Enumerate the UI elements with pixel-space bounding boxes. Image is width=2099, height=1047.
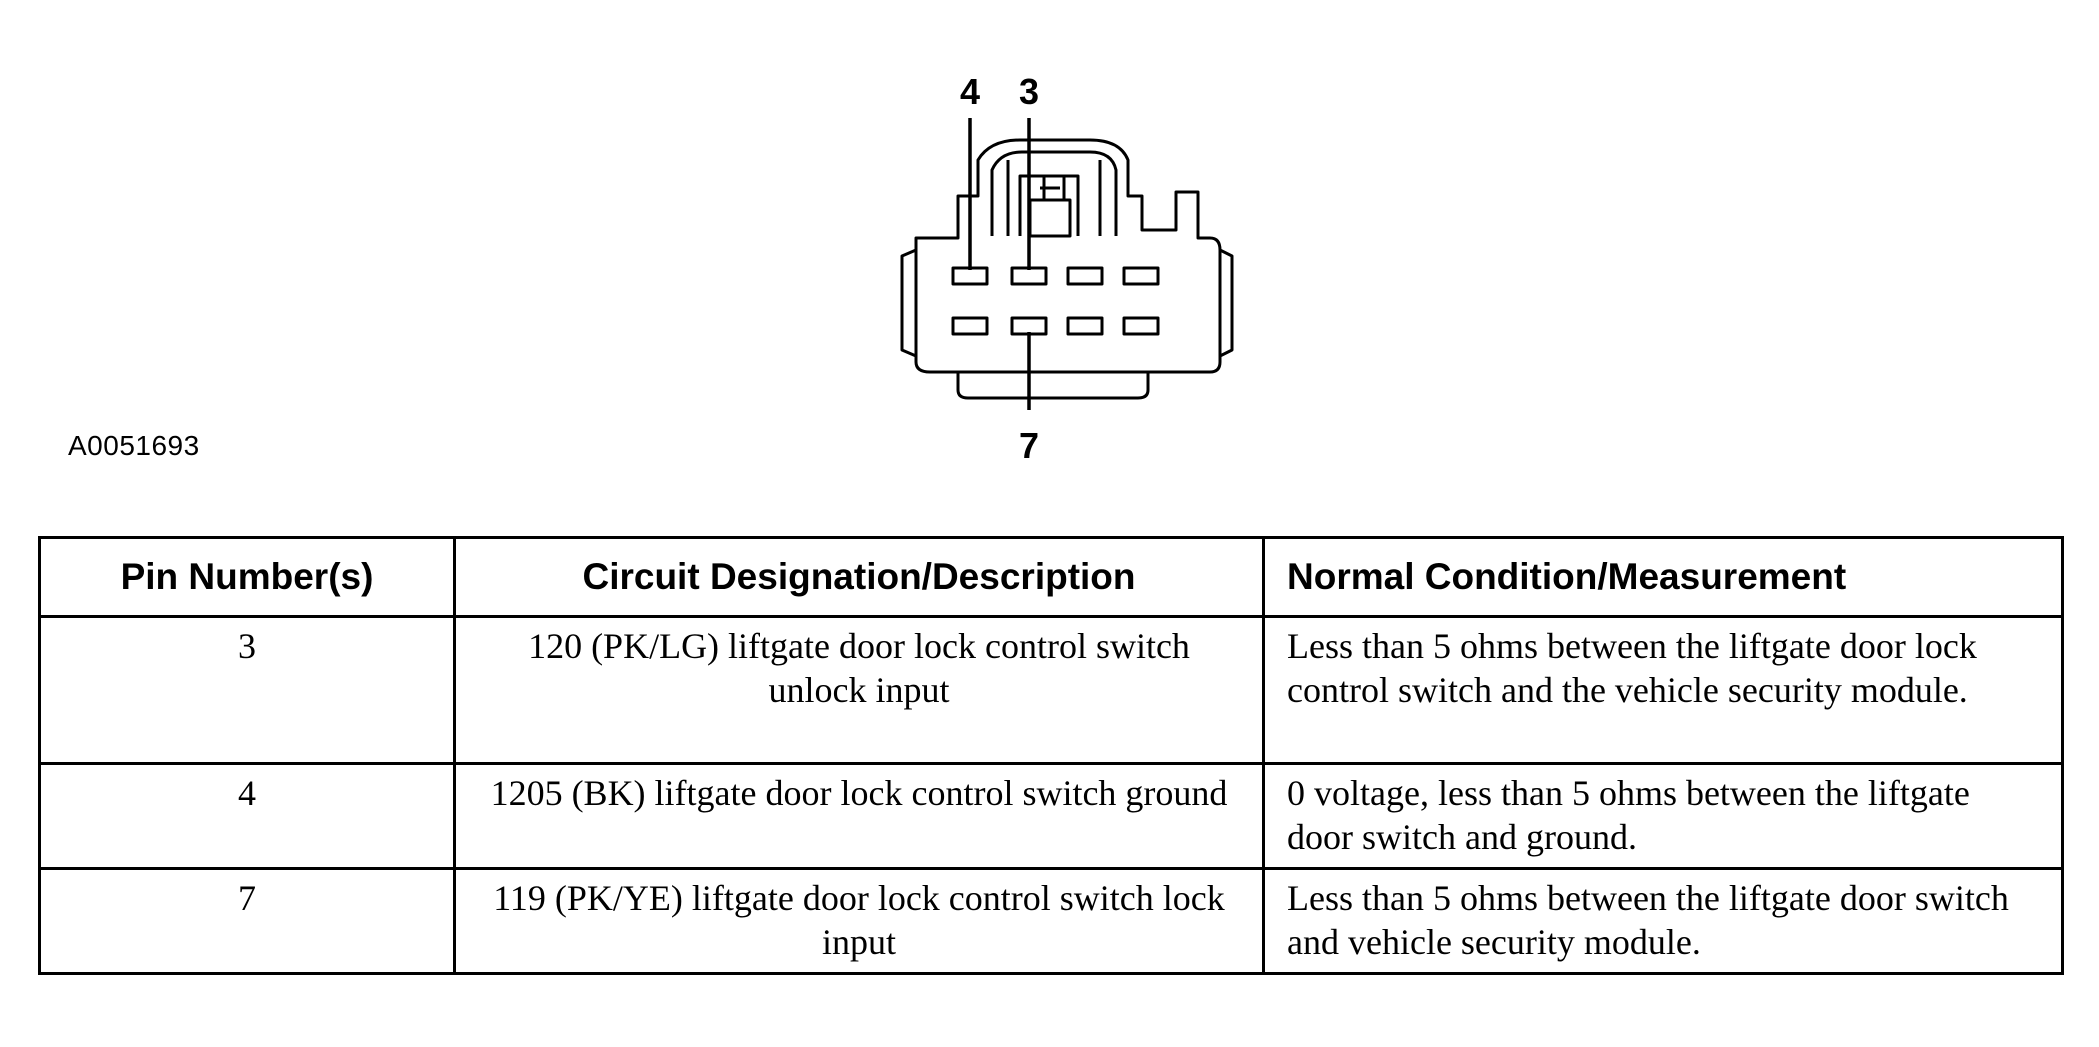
cell-condition: Less than 5 ohms between the liftgate do… — [1262, 615, 2064, 765]
latch-window — [1028, 198, 1072, 238]
connector-latch-tab — [1018, 174, 1080, 236]
pin-cavity-3 — [1010, 266, 1048, 286]
pin-callout-7: 7 — [1019, 425, 1039, 466]
connector-bottom-skirt — [956, 372, 1150, 400]
pin-cavity-1 — [1122, 266, 1160, 286]
pin-cavity-5 — [1122, 316, 1160, 336]
pin-table: Pin Number(s) Circuit Designation/Descri… — [38, 536, 2064, 975]
table-header-row: Pin Number(s) Circuit Designation/Descri… — [38, 536, 2064, 618]
table-row: 4 1205 (BK) liftgate door lock control s… — [38, 762, 2064, 870]
pin-cavity-6 — [1066, 316, 1104, 336]
table-row: 7 119 (PK/YE) liftgate door lock control… — [38, 867, 2064, 975]
connector-latch-housing — [990, 150, 1118, 236]
header-pin-number: Pin Number(s) — [38, 536, 456, 618]
pin-callout-4: 4 — [960, 71, 980, 112]
connector-diagram: 4 3 7 — [900, 71, 1234, 466]
header-normal-condition: Normal Condition/Measurement — [1262, 536, 2064, 618]
cell-circuit: 119 (PK/YE) liftgate door lock control s… — [453, 867, 1265, 975]
connector-left-flange — [900, 248, 917, 358]
figure-code: A0051693 — [68, 430, 200, 461]
cell-pin: 3 — [38, 615, 456, 765]
pin-cavity-8 — [951, 316, 989, 336]
pin-cavity-7 — [1010, 316, 1048, 336]
cell-pin: 7 — [38, 867, 456, 975]
header-circuit-designation: Circuit Designation/Description — [453, 536, 1265, 618]
connector-body-outline — [914, 138, 1222, 374]
pin-cavity-2 — [1066, 266, 1104, 286]
cell-circuit: 1205 (BK) liftgate door lock control swi… — [453, 762, 1265, 870]
cell-condition: Less than 5 ohms between the liftgate do… — [1262, 867, 2064, 975]
table-row: 3 120 (PK/LG) liftgate door lock control… — [38, 615, 2064, 765]
pin-callout-3: 3 — [1019, 71, 1039, 112]
connector-right-flange — [1219, 248, 1234, 358]
cell-condition: 0 voltage, less than 5 ohms between the … — [1262, 762, 2064, 870]
cell-circuit: 120 (PK/LG) liftgate door lock control s… — [453, 615, 1265, 765]
pin-cavity-4 — [951, 266, 989, 286]
cell-pin: 4 — [38, 762, 456, 870]
